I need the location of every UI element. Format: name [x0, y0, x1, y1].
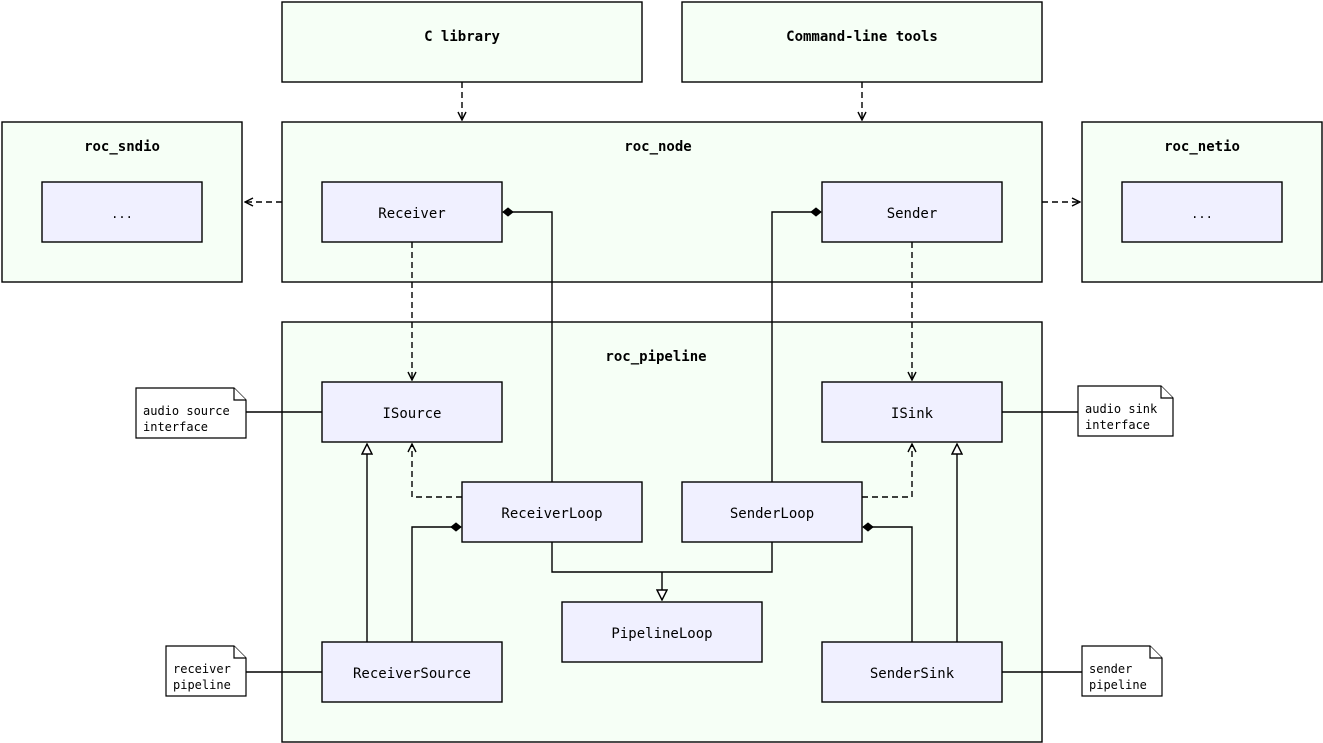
audio-sink-note-line2: interface [1085, 418, 1150, 432]
sender-loop-class: SenderLoop [681, 481, 863, 543]
receiver-source-label: ReceiverSource [353, 666, 471, 682]
sender-sink-class: SenderSink [821, 641, 1003, 703]
pipeline-loop-class: PipelineLoop [561, 601, 763, 663]
isink-label: ISink [891, 406, 934, 422]
pipeline-loop-label: PipelineLoop [611, 626, 712, 642]
sender-loop-composition-line [771, 207, 822, 482]
receiver-pipeline-note-line1: receiver [173, 662, 231, 676]
c-library-label: C library [424, 29, 500, 45]
audio-sink-note: audio sink interface [1077, 385, 1174, 437]
roc-sndio-inner-box [41, 181, 203, 243]
audio-sink-note-line1: audio sink [1085, 402, 1158, 416]
receiver-pipeline-note-line2: pipeline [173, 678, 231, 692]
audio-source-note: audio source interface [135, 387, 247, 439]
roc-pipeline-title: roc_pipeline [605, 349, 706, 365]
roc-sndio-inner-label: ... [111, 207, 133, 221]
isink-class: ISink [821, 381, 1003, 443]
receiver-source-class: ReceiverSource [321, 641, 503, 703]
receiver-loop-composition-line [502, 207, 553, 482]
sender-loop-label: SenderLoop [730, 506, 814, 522]
receiver-label: Receiver [378, 206, 445, 222]
c-library-box: C library [281, 1, 643, 83]
sender-label: Sender [887, 206, 938, 222]
roc-sndio-group: roc_sndio ... [1, 121, 243, 283]
sender-loop-to-isink-arrow [862, 444, 912, 498]
audio-source-note-line1: audio source [143, 404, 230, 418]
receiver-class: Receiver [321, 181, 503, 243]
roc-netio-title: roc_netio [1164, 139, 1240, 155]
receiver-pipeline-note: receiver pipeline [165, 645, 247, 697]
receiver-source-composition-line [411, 522, 462, 642]
sender-pipeline-note-line1: sender [1089, 662, 1132, 676]
command-line-tools-label: Command-line tools [786, 29, 938, 45]
roc-sndio-title: roc_sndio [84, 139, 160, 155]
command-line-tools-box: Command-line tools [681, 1, 1043, 83]
sender-pipeline-note: sender pipeline [1081, 645, 1163, 697]
isource-class: ISource [321, 381, 503, 443]
sender-class: Sender [821, 181, 1003, 243]
roc-netio-inner-label: ... [1191, 207, 1213, 221]
roc-node-title: roc_node [624, 139, 691, 155]
sender-sink-composition-line [862, 522, 913, 642]
receiver-loop-class: ReceiverLoop [461, 481, 643, 543]
roc-netio-group: roc_netio ... [1081, 121, 1323, 283]
sender-sink-label: SenderSink [870, 666, 955, 682]
receiver-loop-to-isource-arrow [412, 444, 462, 498]
sender-pipeline-note-line2: pipeline [1089, 678, 1147, 692]
roc-netio-inner-box [1121, 181, 1283, 243]
isource-label: ISource [382, 406, 441, 422]
audio-source-note-line2: interface [143, 420, 208, 434]
receiver-loop-label: ReceiverLoop [501, 506, 602, 522]
